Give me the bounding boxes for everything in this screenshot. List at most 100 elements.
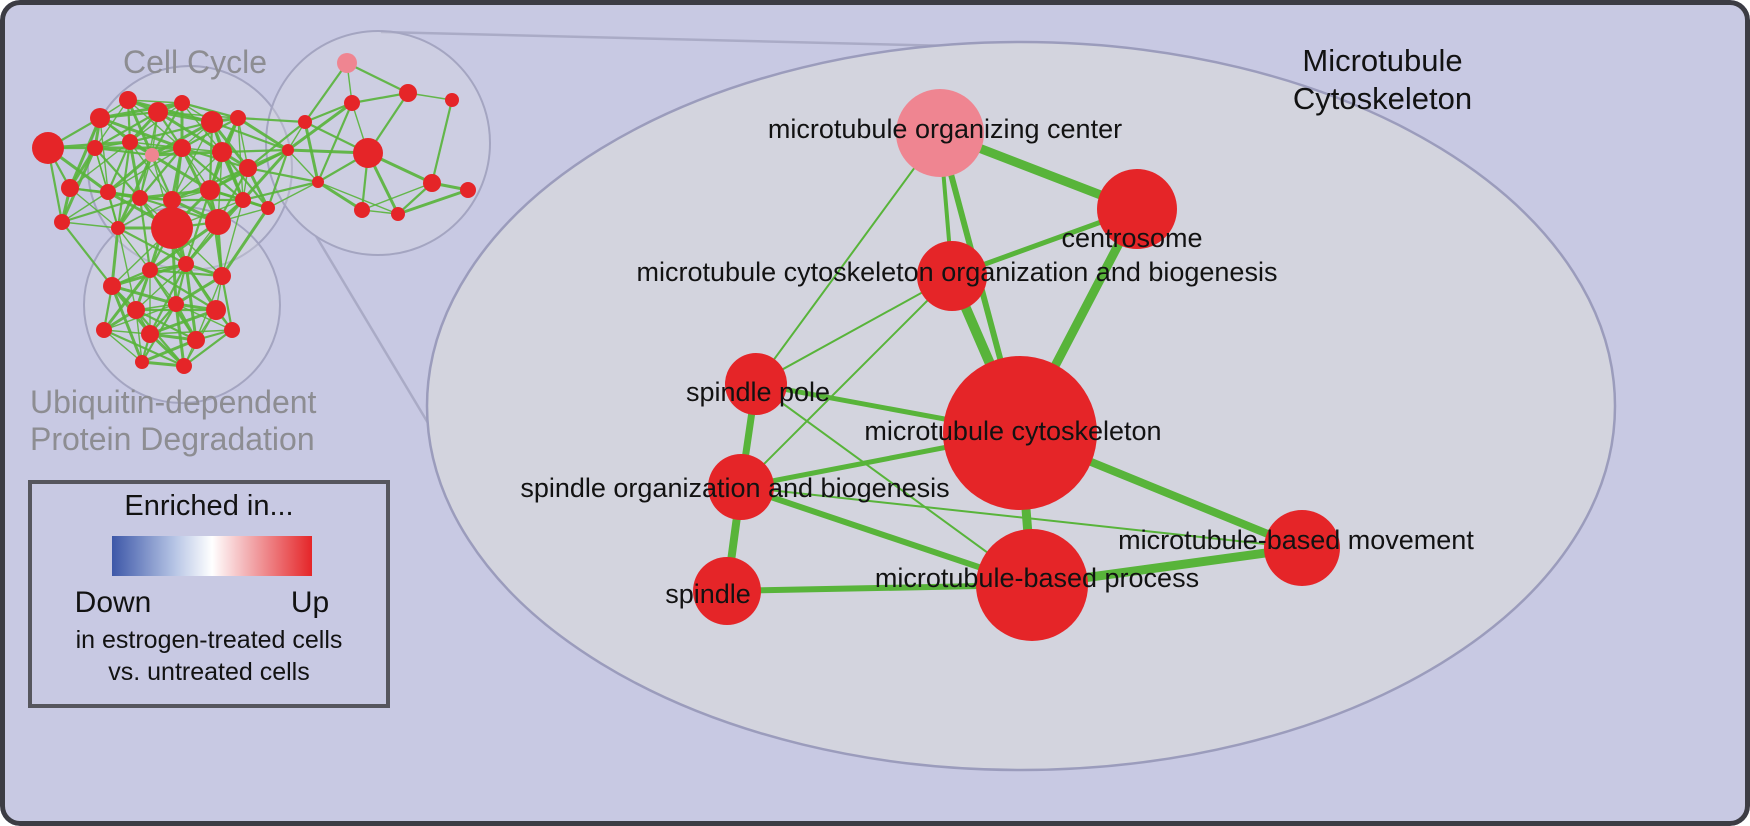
legend-subtitle-line2: vs. untreated cells bbox=[108, 658, 310, 686]
overview-node[interactable] bbox=[127, 301, 145, 319]
overview-edge bbox=[241, 148, 290, 202]
overview-node[interactable] bbox=[151, 207, 193, 249]
overview-node[interactable] bbox=[100, 184, 116, 200]
overview-node[interactable] bbox=[122, 134, 138, 150]
overview-edge bbox=[317, 181, 399, 215]
overview-node[interactable] bbox=[174, 95, 190, 111]
zoom-node-mcob[interactable] bbox=[917, 241, 987, 311]
edge-mcob-spindle_pole bbox=[755, 275, 953, 385]
overview-edge bbox=[220, 207, 270, 277]
overview-node[interactable] bbox=[90, 108, 110, 128]
overview-node[interactable] bbox=[391, 207, 405, 221]
overview-edge bbox=[106, 141, 132, 193]
zoom-node-mbm[interactable] bbox=[1264, 510, 1340, 586]
overview-node[interactable] bbox=[298, 115, 312, 129]
overview-edge bbox=[141, 338, 197, 364]
overview-edge bbox=[60, 147, 97, 223]
overview-node[interactable] bbox=[423, 174, 441, 192]
zoom-cluster-title: Microtubule Cytoskeleton bbox=[1285, 42, 1480, 118]
overview-node[interactable] bbox=[96, 322, 112, 338]
zoom-node-mc[interactable] bbox=[943, 356, 1097, 510]
overview-edge bbox=[316, 102, 354, 183]
overview-node[interactable] bbox=[213, 267, 231, 285]
overview-edge bbox=[117, 199, 173, 229]
zoom-node-sob[interactable] bbox=[708, 454, 774, 520]
overview-node[interactable] bbox=[119, 91, 137, 109]
overview-node[interactable] bbox=[132, 190, 148, 206]
overview-edge bbox=[61, 196, 141, 224]
overview-edge bbox=[110, 227, 120, 287]
overview-node[interactable] bbox=[201, 111, 223, 133]
overview-node[interactable] bbox=[32, 132, 64, 164]
overview-node[interactable] bbox=[173, 139, 191, 157]
zoom-node-centrosome[interactable] bbox=[1097, 169, 1177, 249]
overview-node[interactable] bbox=[145, 148, 159, 162]
zoom-node-spindle[interactable] bbox=[693, 557, 761, 625]
overview-node[interactable] bbox=[54, 214, 70, 230]
overview-node[interactable] bbox=[87, 140, 103, 156]
overview-node[interactable] bbox=[235, 192, 251, 208]
overview-edge bbox=[157, 111, 239, 119]
overview-node[interactable] bbox=[148, 102, 168, 122]
overview-edge bbox=[135, 263, 187, 311]
overview-edge bbox=[267, 181, 319, 209]
overview-node[interactable] bbox=[178, 256, 194, 272]
overview-edge bbox=[149, 263, 187, 335]
overview-node[interactable] bbox=[168, 296, 184, 312]
overview-node[interactable] bbox=[337, 53, 357, 73]
zoom-node-label-mbp: microtubule-based process bbox=[875, 563, 1199, 593]
overview-node[interactable] bbox=[399, 84, 417, 102]
overview-edge bbox=[184, 189, 212, 265]
overview-edge bbox=[175, 303, 233, 331]
overview-node[interactable] bbox=[282, 144, 294, 156]
legend-down-label: Down bbox=[74, 586, 152, 619]
overview-node[interactable] bbox=[187, 331, 205, 349]
overview-node[interactable] bbox=[230, 110, 246, 126]
overview-node[interactable] bbox=[103, 277, 121, 295]
overview-node[interactable] bbox=[354, 202, 370, 218]
overview-edge bbox=[117, 227, 151, 271]
overview-node[interactable] bbox=[224, 322, 240, 338]
overview-edge bbox=[149, 308, 217, 336]
overview-edge bbox=[138, 197, 152, 271]
overview-edge bbox=[129, 120, 213, 144]
overview-edge bbox=[61, 221, 119, 229]
overview-edge bbox=[237, 116, 289, 152]
ubiquitin-label-line1: Ubiquitin-dependent bbox=[30, 384, 317, 420]
zoom-node-spindle_pole[interactable] bbox=[725, 353, 787, 415]
overview-node[interactable] bbox=[353, 138, 383, 168]
overview-node[interactable] bbox=[142, 262, 158, 278]
overview-node[interactable] bbox=[176, 358, 192, 374]
overview-edge bbox=[304, 62, 348, 123]
overview-node[interactable] bbox=[111, 221, 125, 235]
overview-edge bbox=[181, 101, 239, 120]
zoom-node-moc[interactable] bbox=[896, 89, 984, 177]
overview-node[interactable] bbox=[239, 159, 257, 177]
overview-node[interactable] bbox=[212, 142, 232, 162]
overview-node[interactable] bbox=[135, 355, 149, 369]
zoom-node-label-mc: microtubule cytoskeleton bbox=[864, 416, 1161, 446]
overview-edge bbox=[69, 141, 131, 189]
overview-node[interactable] bbox=[205, 209, 231, 235]
overview-node[interactable] bbox=[163, 191, 181, 209]
overview-edge bbox=[351, 91, 409, 105]
overview-edge bbox=[68, 117, 102, 189]
legend-title: Enriched in... bbox=[124, 490, 294, 522]
legend-up-label: Up bbox=[290, 586, 330, 619]
overview-node[interactable] bbox=[141, 325, 159, 343]
overview-edge bbox=[221, 199, 244, 277]
overview-node[interactable] bbox=[206, 300, 226, 320]
zoom-node-mbp[interactable] bbox=[976, 529, 1088, 641]
overview-node[interactable] bbox=[312, 176, 324, 188]
overview-edge bbox=[247, 121, 306, 169]
overview-node[interactable] bbox=[200, 180, 220, 200]
overview-node[interactable] bbox=[61, 179, 79, 197]
overview-edge bbox=[287, 149, 319, 183]
overview-node[interactable] bbox=[445, 93, 459, 107]
overview-edge bbox=[220, 275, 234, 331]
overview-edge bbox=[184, 263, 198, 341]
overview-node[interactable] bbox=[261, 201, 275, 215]
overview-node[interactable] bbox=[460, 182, 476, 198]
edge-mcob-sob bbox=[740, 275, 953, 488]
overview-node[interactable] bbox=[344, 95, 360, 111]
